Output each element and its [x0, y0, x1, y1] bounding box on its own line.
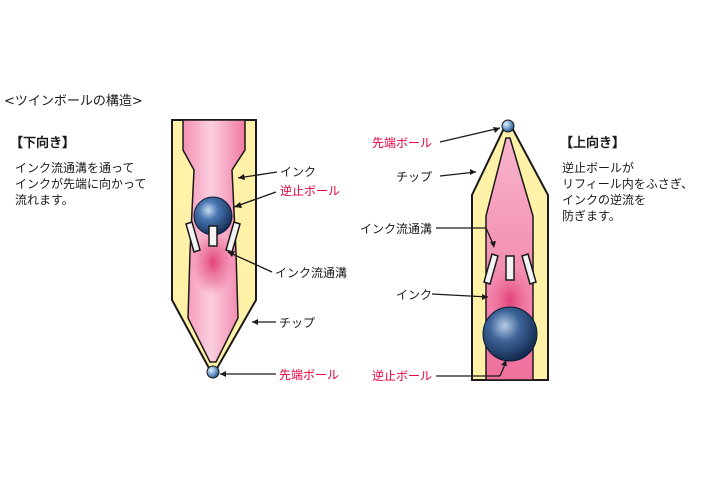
right-pen [471, 119, 549, 381]
left-label-groove: インク流通溝 [275, 266, 348, 280]
left-label-check-ball: 逆止ボール [280, 184, 341, 198]
left-groove-fin-left [185, 221, 201, 253]
left-heading: 【下向き】 [10, 136, 76, 151]
right-label-tip-ball: 先端ボール [372, 136, 433, 150]
left-leader-arrows [220, 174, 258, 377]
right-label-chip: チップ [396, 170, 433, 184]
left-label-tip-ball: 先端ボール [279, 368, 340, 382]
left-center-slot [208, 225, 218, 247]
right-groove-fin-right [521, 253, 537, 285]
right-leader-arrows [470, 127, 507, 366]
right-center-slot [505, 255, 515, 281]
left-label-ink: インク [280, 165, 317, 179]
right-heading: 【上向き】 [560, 136, 626, 151]
left-ink-glow [191, 228, 235, 296]
right-check-ball [482, 306, 538, 362]
left-label-chip: チップ [279, 316, 316, 330]
right-tip-ball [501, 119, 515, 133]
right-label-check-ball: 逆止ボール [372, 369, 433, 383]
left-groove-fin-right [225, 221, 241, 253]
left-description: インク流通溝を通って インクが先端に向かって 流れます。 [15, 161, 147, 207]
right-label-groove: インク流通溝 [360, 222, 433, 236]
right-label-ink: インク [396, 288, 433, 302]
diagram-title: <ツインボールの構造> [4, 94, 143, 109]
right-groove-fin-left [483, 253, 499, 285]
right-description: 逆止ボールが リフィール内をふさぎ、 インクの逆流を 防ぎます。 [562, 161, 694, 223]
left-tip-ball [206, 365, 220, 379]
left-pen [171, 119, 257, 379]
